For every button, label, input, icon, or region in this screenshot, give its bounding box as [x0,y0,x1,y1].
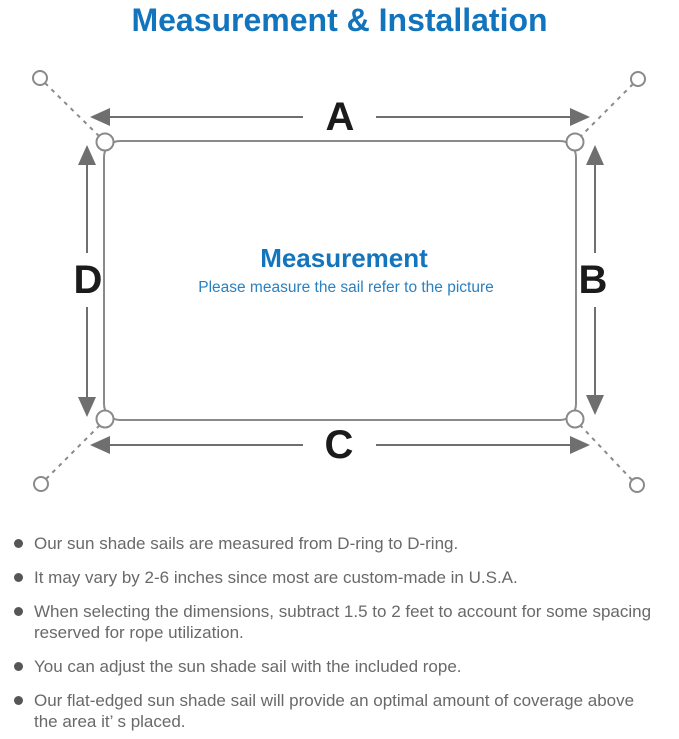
note-line: Our flat-edged sun shade sail will provi… [34,691,635,710]
dimension-label-c: C [325,423,354,467]
arrowhead-left-icon [90,108,110,126]
note-text: It may vary by 2-6 inches since most are… [34,567,671,588]
dimension-label-a: A [326,95,355,139]
note-text: You can adjust the sun shade sail with t… [34,656,671,677]
arrowhead-left-icon [90,436,110,454]
dimension-label-b: B [579,258,608,302]
diagram-center-heading: Measurement [260,243,428,273]
arrowhead-right-icon [570,436,590,454]
arrowhead-up-icon [78,145,96,165]
rope-dashed-lines [44,82,634,481]
anchor-point-icon-bottom-right [629,477,645,493]
arrowhead-up-icon [586,145,604,165]
rope-line-top-right [577,83,634,140]
d-rings [95,132,585,429]
notes-list: Our sun shade sails are measured from D-… [0,515,679,739]
arrowhead-right-icon [570,108,590,126]
rope-line-bottom-right [578,423,633,481]
note-text: Our flat-edged sun shade sail will provi… [34,690,671,732]
list-item: Our flat-edged sun shade sail will provi… [12,690,671,732]
d-ring-icon-bottom-right [565,409,585,429]
note-text: Our sun shade sails are measured from D-… [34,533,671,554]
anchor-point-icon-top-right [630,71,646,87]
sail-outline [103,140,577,421]
dimension-arrow-d: D [74,145,103,417]
anchor-point-icon-top-left [32,70,48,86]
bullet-dot-icon [14,573,23,582]
anchor-points [32,70,646,493]
sail-measurement-drawing: A C D [32,70,646,493]
bullet-dot-icon [14,662,23,671]
dimension-arrow-a: A [90,95,590,139]
d-ring-icon-top-right [565,132,585,152]
measurement-diagram: A C D [0,55,679,515]
dimension-arrow-b: B [579,145,608,415]
list-item: Our sun shade sails are measured from D-… [12,533,671,554]
d-ring-icon-bottom-left [95,409,115,429]
rope-line-bottom-left [45,423,102,480]
diagram-center-subtitle: Please measure the sail refer to the pic… [198,279,494,296]
note-line: reserved for rope utilization. [34,623,244,642]
rope-line-top-left [44,82,103,140]
list-item: When selecting the dimensions, subtract … [12,601,671,643]
arrowhead-down-icon [78,397,96,417]
note-line: It may vary by 2-6 inches since most are… [34,568,518,587]
page-title: Measurement & Installation [131,2,548,38]
note-text: When selecting the dimensions, subtract … [34,601,671,643]
dimension-label-d: D [74,258,103,302]
arrowhead-down-icon [586,395,604,415]
dimension-arrow-c: C [90,423,590,467]
list-item: It may vary by 2-6 inches since most are… [12,567,671,588]
anchor-point-icon-bottom-left [33,476,49,492]
note-line: You can adjust the sun shade sail with t… [34,657,462,676]
list-item: You can adjust the sun shade sail with t… [12,656,671,677]
note-line: the area it’ s placed. [34,712,186,731]
note-line: When selecting the dimensions, subtract … [34,602,652,621]
d-ring-icon-top-left [95,132,115,152]
bullet-dot-icon [14,696,23,705]
bullet-dot-icon [14,539,23,548]
bullet-dot-icon [14,607,23,616]
note-line: Our sun shade sails are measured from D-… [34,534,459,553]
